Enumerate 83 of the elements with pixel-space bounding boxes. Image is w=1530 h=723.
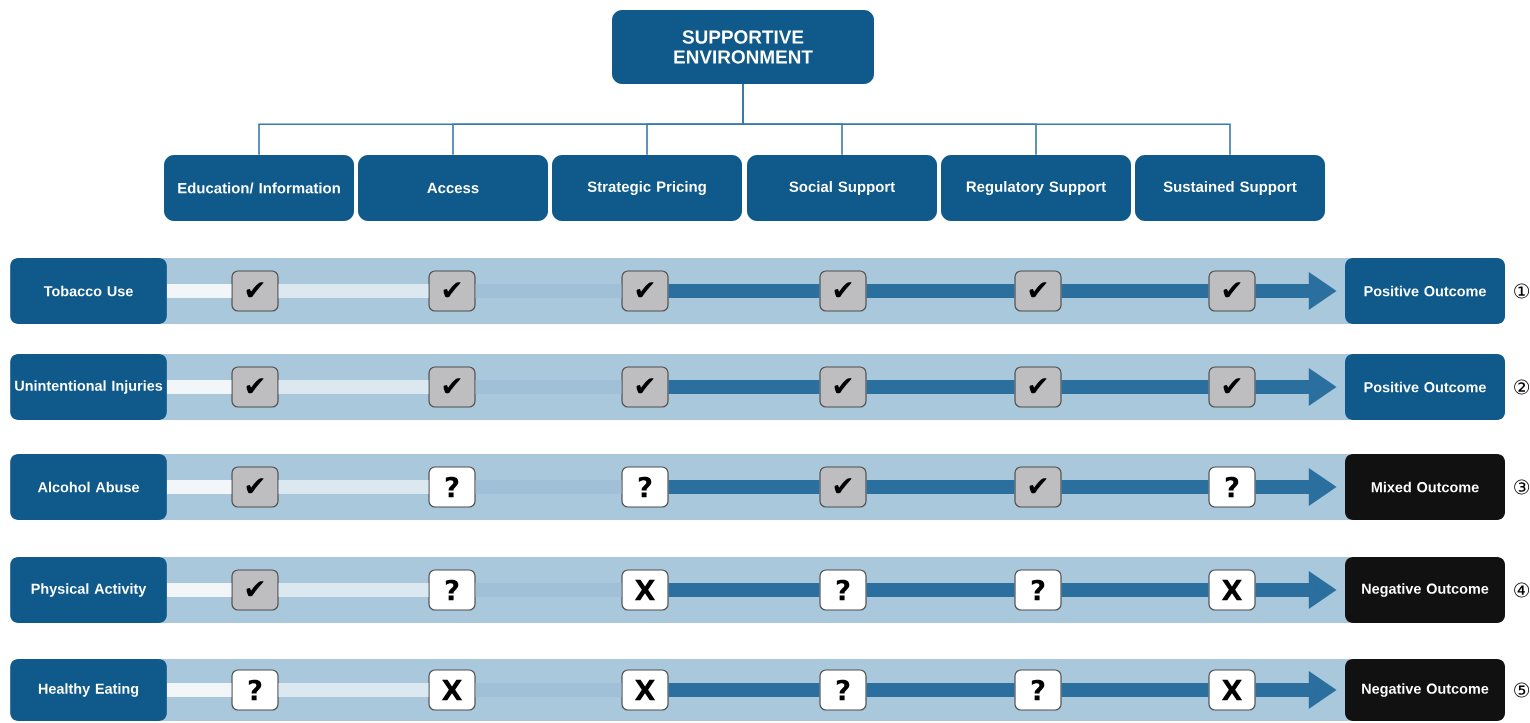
band-line xyxy=(167,480,232,494)
band-line xyxy=(475,284,622,298)
outcome-box: Positive Outcome xyxy=(1345,354,1505,420)
mark-box: ✔ xyxy=(1014,366,1062,408)
band-line xyxy=(1061,683,1209,697)
mark-box: ? xyxy=(231,669,279,711)
mark-box: ? xyxy=(621,466,669,508)
mark-box: ✔ xyxy=(428,366,476,408)
mark-box: X xyxy=(428,669,476,711)
band-line xyxy=(475,583,622,597)
category-box: Regulatory Support xyxy=(941,155,1131,221)
outcome-box: Negative Outcome xyxy=(1345,557,1505,623)
outcome-box: Mixed Outcome xyxy=(1345,454,1505,520)
band-line xyxy=(668,284,820,298)
band-line xyxy=(866,480,1015,494)
row-number: ⑤ xyxy=(1514,682,1530,698)
mark-box: ? xyxy=(819,669,867,711)
band-line xyxy=(866,284,1015,298)
mark-box: ✔ xyxy=(1208,270,1256,312)
mark-box: ? xyxy=(428,466,476,508)
row-number: ③ xyxy=(1514,479,1530,495)
mark-box: ✔ xyxy=(1014,270,1062,312)
outcome-box: Positive Outcome xyxy=(1345,258,1505,324)
mark-box: ? xyxy=(428,569,476,611)
category-box: Sustained Support xyxy=(1135,155,1325,221)
band-line xyxy=(668,583,820,597)
row-number: ① xyxy=(1514,283,1530,299)
top-box: SUPPORTIVE ENVIRONMENT xyxy=(612,10,874,84)
mark-box: ✔ xyxy=(231,270,279,312)
row-label-box: Tobacco Use xyxy=(10,258,167,324)
band-line xyxy=(866,683,1015,697)
band-line xyxy=(668,480,820,494)
band-line xyxy=(1061,284,1209,298)
band-line xyxy=(278,380,429,394)
mark-box: ? xyxy=(1208,466,1256,508)
mark-box: X xyxy=(1208,569,1256,611)
band-line xyxy=(278,480,429,494)
row-label-box: Alcohol Abuse xyxy=(10,454,167,520)
band-line xyxy=(475,683,622,697)
category-box: Education/ Information xyxy=(164,155,354,221)
row-number: ② xyxy=(1514,379,1530,395)
band-line xyxy=(475,480,622,494)
mark-box: X xyxy=(1208,669,1256,711)
band-line xyxy=(1061,380,1209,394)
mark-box: ✔ xyxy=(231,569,279,611)
band-line xyxy=(167,583,232,597)
mark-box: X xyxy=(621,569,669,611)
mark-box: ✔ xyxy=(819,270,867,312)
band-line xyxy=(668,683,820,697)
connector-line xyxy=(742,83,1231,156)
mark-box: ✔ xyxy=(1014,466,1062,508)
band-line xyxy=(1061,583,1209,597)
band-line xyxy=(668,380,820,394)
mark-box: ✔ xyxy=(1208,366,1256,408)
mark-box: ✔ xyxy=(231,466,279,508)
row-label-box: Physical Activity xyxy=(10,557,167,623)
band-line xyxy=(278,683,429,697)
mark-box: ✔ xyxy=(621,366,669,408)
band-line xyxy=(167,683,232,697)
mark-box: X xyxy=(621,669,669,711)
mark-box: ✔ xyxy=(621,270,669,312)
category-box: Strategic Pricing xyxy=(552,155,742,221)
mark-box: ✔ xyxy=(428,270,476,312)
outcome-box: Negative Outcome xyxy=(1345,659,1505,721)
band-line xyxy=(1061,480,1209,494)
category-box: Access xyxy=(358,155,548,221)
mark-box: ✔ xyxy=(819,466,867,508)
row-label-box: Unintentional Injuries xyxy=(10,354,167,420)
band-line xyxy=(278,583,429,597)
mark-box: ? xyxy=(819,569,867,611)
mark-box: ? xyxy=(1014,669,1062,711)
band-line xyxy=(475,380,622,394)
band-line xyxy=(866,583,1015,597)
band-line xyxy=(167,284,232,298)
band-line xyxy=(866,380,1015,394)
category-box: Social Support xyxy=(747,155,937,221)
mark-box: ? xyxy=(1014,569,1062,611)
mark-box: ✔ xyxy=(819,366,867,408)
band-line xyxy=(278,284,429,298)
row-number: ④ xyxy=(1514,582,1530,598)
mark-box: ✔ xyxy=(231,366,279,408)
band-line xyxy=(167,380,232,394)
row-label-box: Healthy Eating xyxy=(10,659,167,721)
